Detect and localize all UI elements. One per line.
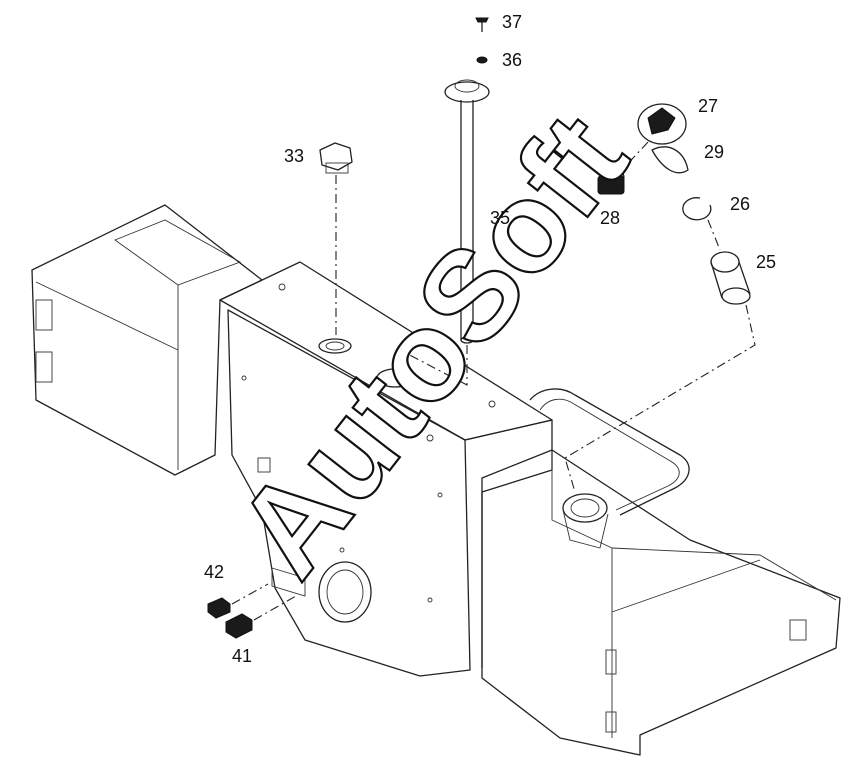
fitting-part-41 — [225, 595, 297, 639]
part-label-33: 33 — [284, 146, 304, 166]
part-label-25: 25 — [756, 252, 776, 272]
part-label-42: 42 — [204, 562, 224, 582]
part-label-28: 28 — [600, 208, 620, 228]
sender-tube-part-35 — [399, 79, 490, 386]
part-label-35: 35 — [490, 208, 510, 228]
part-label-26: 26 — [730, 194, 750, 214]
part-label-36: 36 — [502, 50, 522, 70]
padlock-part-28 — [597, 169, 625, 195]
plug-part-33 — [319, 142, 353, 335]
part-label-37: 37 — [502, 12, 522, 32]
fitting-part-42 — [207, 583, 269, 619]
filler-neck-part-25 — [564, 219, 756, 493]
lanyard-part-29 — [651, 146, 689, 174]
tank-right-section — [481, 388, 841, 756]
part-label-27: 27 — [698, 96, 718, 116]
filler-cap-part-27 — [619, 103, 687, 173]
part-label-29: 29 — [704, 142, 724, 162]
washer-part-36 — [476, 56, 488, 64]
screw-part-37 — [475, 17, 489, 32]
tank-left-saddle — [31, 204, 263, 476]
part-label-41: 41 — [232, 646, 252, 666]
watermark-text: AutoSoft — [209, 88, 654, 602]
snap-ring-part-26 — [682, 197, 712, 221]
